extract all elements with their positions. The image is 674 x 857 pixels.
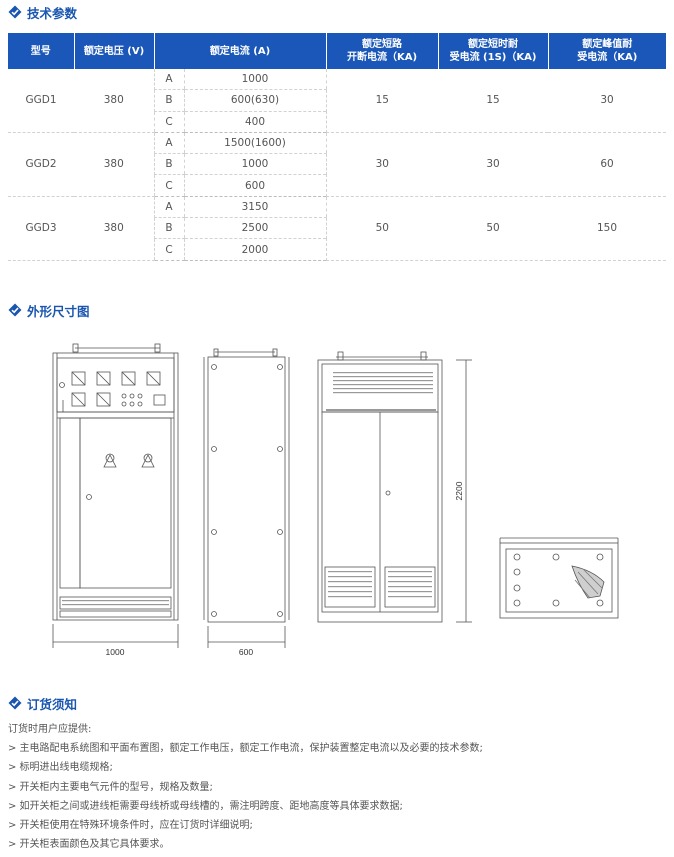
table-row: C 600 (8, 174, 666, 197)
cell-peak: 150 (548, 196, 666, 261)
cell-grade: C (153, 238, 184, 261)
back-view (317, 351, 472, 623)
diamond-check-icon (8, 5, 22, 19)
section-title-dimensions: 外形尺寸图 (8, 301, 90, 319)
cell-current: 2000 (183, 238, 326, 261)
list-item: > 开关柜内主要电气元件的型号，规格及数量; (8, 781, 213, 793)
col-header-model: 型号 (8, 33, 74, 69)
cell-current: 1000 (183, 153, 326, 176)
height-dimension-label: 2200 (454, 481, 464, 500)
table-row: GGD3 380 A 3150 50 50 150 (8, 196, 666, 261)
side-view (203, 348, 290, 648)
plan-view (499, 537, 619, 619)
ordering-notes: 订货时用户应提供: > 主电路配电系统图和平面布置图，额定工作电压，额定工作电流… (8, 720, 483, 854)
table-row: B 1000 (8, 153, 666, 176)
dimension-drawing: 1000 600 2200 (52, 343, 619, 657)
cell-short-time: 15 (438, 69, 548, 133)
cell-current: 600(630) (183, 89, 326, 112)
cell-short-time: 30 (438, 132, 548, 197)
section-title-tech-params: 技术参数 (8, 3, 77, 21)
list-item: > 开关柜表面颜色及其它具体要求。 (8, 839, 170, 851)
table-row: GGD2 380 A 1500(1600) 30 30 60 (8, 132, 666, 197)
cell-current: 400 (183, 111, 326, 133)
front-view (52, 343, 179, 648)
cell-break: 15 (325, 69, 438, 133)
cell-break: 30 (325, 132, 438, 197)
cell-current: 3150 (183, 196, 326, 219)
table-row: B 600(630) (8, 89, 666, 112)
cell-model: GGD2 (8, 132, 74, 197)
cell-grade: C (153, 174, 184, 197)
cell-voltage: 380 (74, 196, 154, 261)
table-row: B 2500 (8, 217, 666, 240)
cell-grade: C (153, 111, 184, 133)
cell-grade: A (153, 69, 184, 91)
cell-current: 600 (183, 174, 326, 197)
list-item: > 如开关柜之间或进线柜需要母线桥或母线槽的，需注明跨度、距地高度等具体要求数据… (8, 800, 403, 812)
cell-voltage: 380 (74, 69, 154, 133)
cell-grade: B (153, 89, 184, 112)
list-item: > 标明进出线电缆规格; (8, 762, 113, 774)
col-header-peak: 额定峰值耐 受电流（KA) (547, 33, 666, 69)
ordering-intro: 订货时用户应提供: (8, 724, 92, 735)
col-header-short-time: 额定短时耐 受电流 (1S)（KA) (437, 33, 548, 69)
diamond-check-icon (8, 696, 22, 710)
cell-model: GGD3 (8, 196, 74, 261)
cell-short-time: 50 (438, 196, 548, 261)
cell-peak: 30 (548, 69, 666, 133)
cell-current: 2500 (183, 217, 326, 240)
table-header-row: 型号 额定电压 (V) 额定电流 (A) 额定短路 开断电流（KA) 额定短时耐… (8, 33, 666, 69)
list-item: > 主电路配电系统图和平面布置图，额定工作电压，额定工作电流，保护装置整定电流以… (8, 743, 483, 755)
col-header-break: 额定短路 开断电流（KA) (325, 33, 438, 69)
cell-grade: B (153, 153, 184, 176)
diamond-check-icon (8, 303, 22, 317)
cell-break: 50 (325, 196, 438, 261)
cell-grade: A (153, 132, 184, 155)
spec-table: 型号 额定电压 (V) 额定电流 (A) 额定短路 开断电流（KA) 额定短时耐… (8, 33, 666, 261)
table-row: C 400 (8, 111, 666, 133)
col-header-voltage: 额定电压 (V) (73, 33, 154, 69)
depth-dimension-label: 600 (239, 647, 253, 657)
table-row: GGD1 380 A 1000 15 15 30 (8, 69, 666, 133)
section-title-ordering: 订货须知 (8, 694, 77, 712)
col-header-current: 额定电流 (A) (153, 33, 326, 69)
list-item: > 开关柜使用在特殊环境条件时，应在订货时详细说明; (8, 820, 253, 832)
cell-voltage: 380 (74, 132, 154, 197)
cell-peak: 60 (548, 132, 666, 197)
cell-grade: A (153, 196, 184, 219)
width-dimension-label: 1000 (106, 647, 125, 657)
cell-current: 1000 (183, 69, 326, 91)
cell-grade: B (153, 217, 184, 240)
table-row: C 2000 (8, 238, 666, 261)
cell-model: GGD1 (8, 69, 74, 133)
cell-current: 1500(1600) (183, 132, 326, 155)
